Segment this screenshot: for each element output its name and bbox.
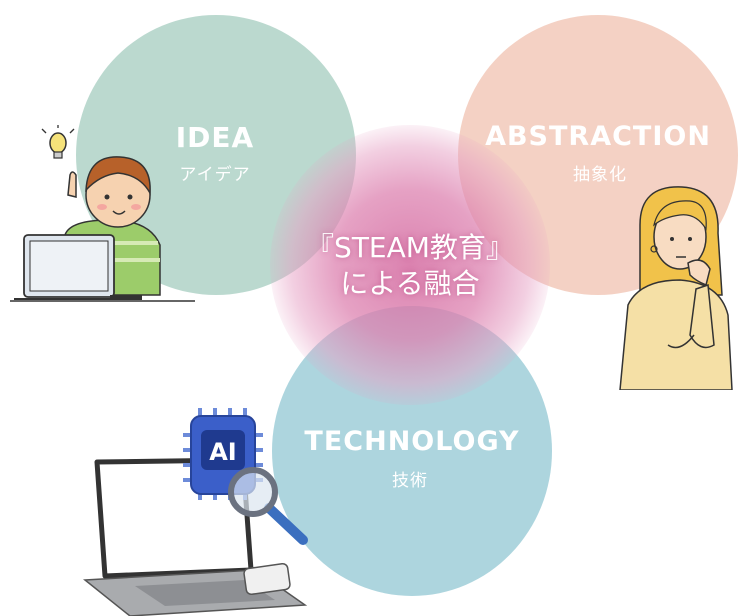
center-title-line1: 『STEAM教育』 <box>306 231 514 264</box>
technology-title: TECHNOLOGY <box>304 426 520 457</box>
idea-subtitle: アイデア <box>179 165 251 185</box>
lightbulb-icon <box>41 125 75 159</box>
center-fusion-glow <box>270 125 550 405</box>
abstraction-title: ABSTRACTION <box>485 121 711 152</box>
magnifier-icon <box>228 467 308 545</box>
center-title-line2: による融合 <box>340 267 480 300</box>
idea-title: IDEA <box>175 121 255 154</box>
center-title: 『STEAM教育』 による融合 <box>270 230 550 302</box>
laptop-ai-illustration: AI <box>83 408 308 616</box>
thinking-woman-illustration <box>619 186 733 390</box>
technology-subtitle: 技術 <box>392 471 428 491</box>
svg-text:AI: AI <box>209 438 237 466</box>
abstraction-subtitle: 抽象化 <box>573 165 627 185</box>
boy-with-laptop-illustration <box>10 125 195 302</box>
